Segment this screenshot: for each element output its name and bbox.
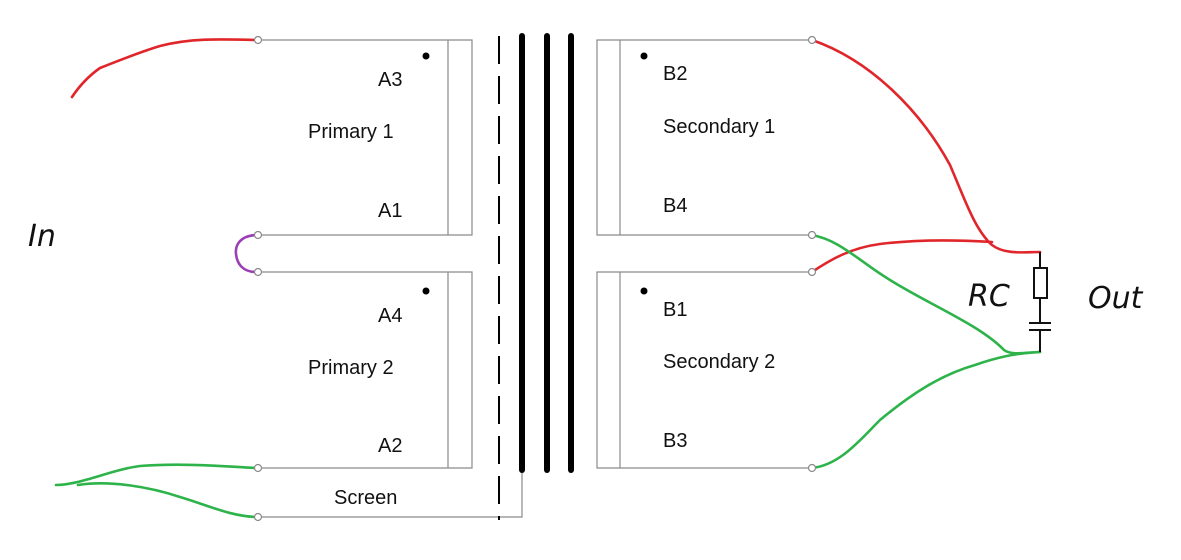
terminal-a2-label: A2 xyxy=(378,435,402,457)
output-label: Out xyxy=(1088,281,1144,316)
resistor-symbol xyxy=(1033,267,1048,299)
input-label: In xyxy=(28,219,56,254)
secondary-2-polarity-dot xyxy=(640,287,648,295)
terminal-a4-label: A4 xyxy=(378,305,402,327)
terminal-b2-label: B2 xyxy=(663,63,687,85)
secondary-2-winding xyxy=(596,271,812,469)
terminal-a3-label: A3 xyxy=(378,69,402,91)
primary-link-purple-wire xyxy=(234,233,258,274)
secondary-1-polarity-dot xyxy=(640,52,648,60)
input-red-wire xyxy=(70,38,258,99)
screen-green-wire xyxy=(76,482,258,519)
screen-label: Screen xyxy=(334,487,397,509)
b2-red-wire xyxy=(810,38,1042,254)
terminal-a1-label: A1 xyxy=(378,200,402,222)
secondary-1-winding xyxy=(596,39,812,236)
primary-2-polarity-dot xyxy=(422,287,430,295)
input-green-wire xyxy=(54,463,258,487)
rc-label: RC xyxy=(968,279,1010,314)
screen-lead xyxy=(258,470,523,518)
terminal-b1-label: B1 xyxy=(663,299,687,321)
primary-2-label: Primary 2 xyxy=(308,357,394,379)
primary-1-winding xyxy=(258,39,473,236)
terminal-b3-label: B3 xyxy=(663,430,687,452)
b3-green-wire xyxy=(810,350,1042,470)
b1-red-wire xyxy=(810,239,994,274)
terminals xyxy=(253,35,817,522)
rc-network xyxy=(1029,252,1051,352)
secondary-1-label: Secondary 1 xyxy=(663,116,775,138)
primary-1-polarity-dot xyxy=(422,52,430,60)
terminal-b4-label: B4 xyxy=(663,195,687,217)
primary-2-winding xyxy=(258,271,473,469)
secondary-2-label: Secondary 2 xyxy=(663,351,775,373)
primary-1-label: Primary 1 xyxy=(308,121,394,143)
